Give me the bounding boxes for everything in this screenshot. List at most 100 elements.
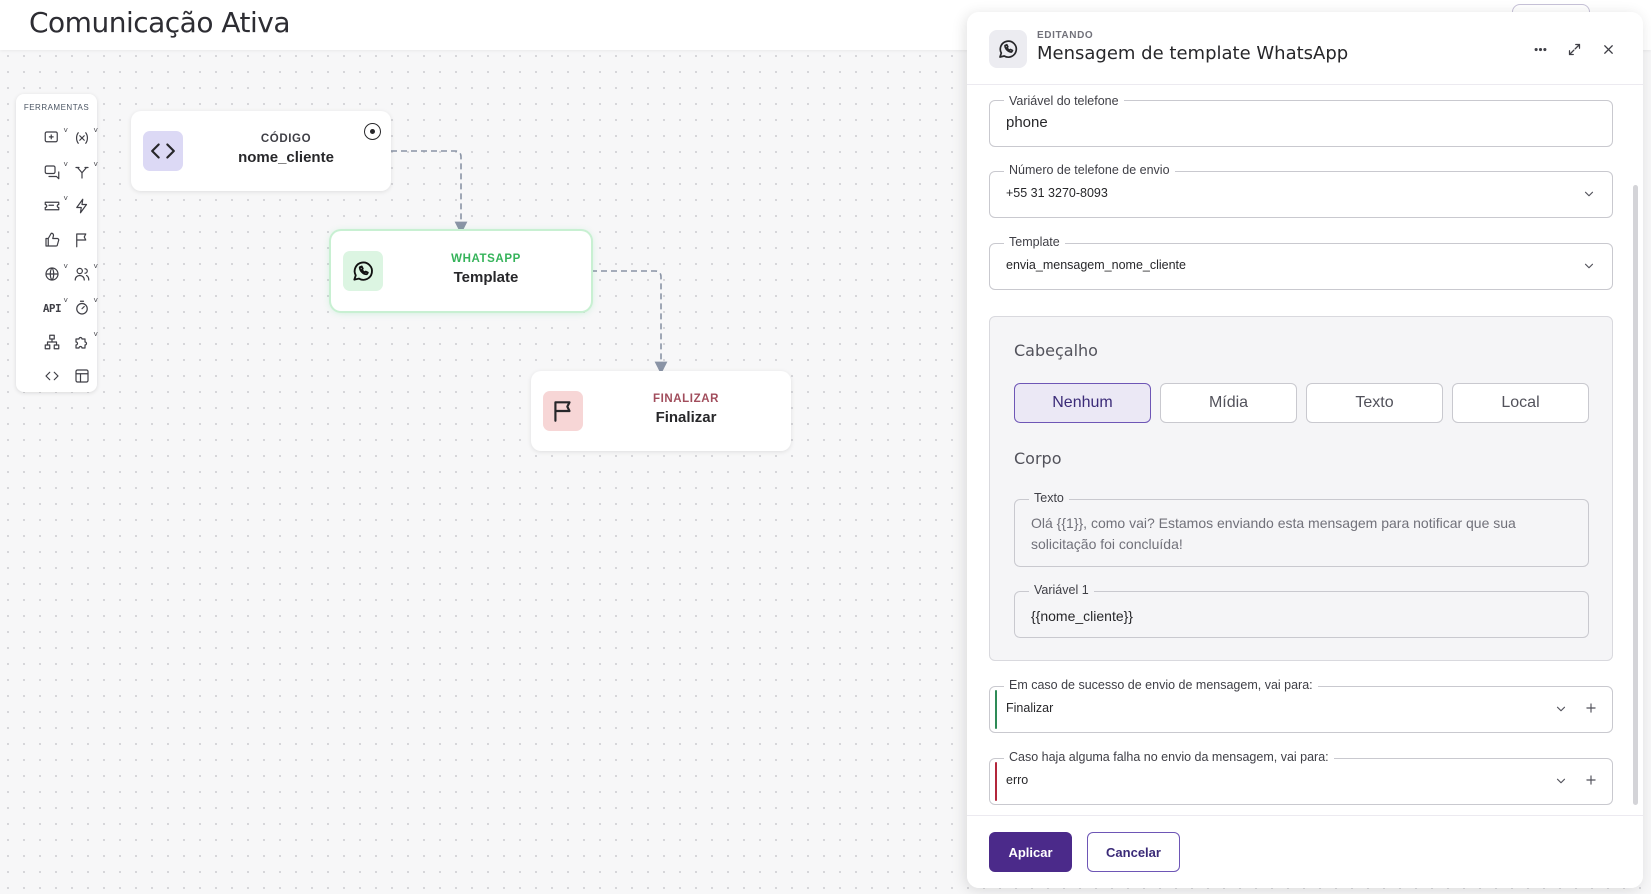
variable-1-field[interactable]: Variável 1 {{nome_cliente}} [1014, 583, 1589, 638]
failure-route-value: erro [1006, 773, 1029, 787]
sender-number-select[interactable]: Número de telefone de envio +55 31 3270-… [989, 163, 1613, 218]
template-value: envia_mensagem_nome_cliente [1006, 258, 1186, 272]
phone-variable-field[interactable]: Variável do telefone phone [989, 94, 1613, 147]
panel-header: EDITANDO Mensagem de template WhatsApp [967, 12, 1643, 85]
flow-edges [391, 150, 668, 375]
sender-number-value: +55 31 3270-8093 [1006, 186, 1108, 200]
plus-icon [1586, 775, 1596, 785]
panel-footer: Aplicar Cancelar [967, 815, 1643, 888]
header-option-text[interactable]: Texto [1306, 383, 1443, 423]
close-icon [1603, 44, 1613, 54]
node-type-label: CÓDIGO [260, 133, 312, 145]
table-icon [75, 369, 89, 383]
more-horizontal-icon [1534, 47, 1546, 51]
success-route-select[interactable]: Em caso de sucesso de envio de mensagem,… [989, 678, 1613, 733]
flag-icon [554, 401, 571, 422]
ticket-icon [44, 201, 60, 211]
finalizar-node-icon-box [543, 391, 583, 431]
message-plus-icon [44, 131, 58, 143]
panel-body: Variável do telefone phone Número de tel… [967, 85, 1643, 815]
variable-icon [75, 132, 89, 144]
body-text-value: Olá {{1}}, como vai? Estamos enviando es… [1031, 515, 1516, 552]
phone-variable-value: phone [1006, 114, 1048, 131]
flow-node-whatsapp[interactable]: WHATSAPP Template [331, 231, 591, 311]
tool-integration[interactable]: ˅ [68, 330, 98, 354]
panel-title: Mensagem de template WhatsApp [1037, 43, 1349, 64]
success-accent [995, 690, 997, 729]
template-content-card: Cabeçalho Nenhum Mídia Texto Local Corpo… [989, 316, 1613, 661]
tool-hierarchy[interactable] [38, 330, 66, 354]
phone-variable-label: Variável do telefone [1004, 94, 1124, 108]
chevron-down-icon [1584, 263, 1594, 269]
tool-table[interactable] [68, 364, 96, 388]
tool-timer[interactable]: ˅ [68, 296, 98, 320]
template-select[interactable]: Template envia_mensagem_nome_cliente [989, 235, 1613, 290]
flag-icon [76, 233, 87, 248]
tool-trigger[interactable] [68, 194, 96, 218]
node-type-label: FINALIZAR [652, 393, 720, 405]
users-icon [74, 267, 90, 281]
variable-1-value: {{nome_cliente}} [1031, 608, 1133, 624]
whatsapp-icon [353, 261, 373, 281]
header-option-media[interactable]: Mídia [1160, 383, 1297, 423]
tool-finish[interactable] [68, 228, 96, 252]
variable-1-label: Variável 1 [1029, 583, 1094, 597]
tool-ticket[interactable]: ˅ [38, 194, 68, 218]
lightning-icon [76, 198, 88, 214]
template-label: Template [1004, 235, 1065, 249]
edge-code-to-whatsapp [391, 150, 468, 235]
header-option-none[interactable]: Nenhum [1014, 383, 1151, 423]
puzzle-icon [75, 336, 88, 349]
tool-code[interactable] [38, 364, 66, 388]
sender-number-label: Número de telefone de envio [1004, 163, 1175, 177]
body-section-title: Corpo [1014, 449, 1062, 468]
tool-conversation[interactable]: ˅ [38, 160, 68, 184]
chat-bubbles-icon [44, 165, 60, 180]
tool-api[interactable]: API˅ [42, 296, 68, 315]
more-options-button[interactable] [1529, 38, 1551, 60]
panel-whatsapp-icon-box [989, 30, 1027, 68]
edge-whatsapp-to-finalizar [591, 270, 668, 375]
failure-route-label: Caso haja alguma falha no envio da mensa… [1004, 750, 1334, 764]
body-text-field[interactable]: Texto Olá {{1}}, como vai? Estamos envia… [1014, 491, 1589, 567]
api-icon: API [42, 301, 62, 315]
tool-variable[interactable]: ˅ [68, 126, 98, 150]
header-section-title: Cabeçalho [1014, 341, 1098, 360]
page-title: Comunicação Ativa [29, 6, 291, 39]
scroll-clip [967, 85, 1643, 93]
node-output-handle[interactable] [364, 123, 381, 140]
hierarchy-icon [44, 334, 60, 350]
globe-icon [45, 267, 59, 281]
panel-scrollbar[interactable] [1633, 185, 1638, 805]
whatsapp-icon [999, 40, 1018, 58]
flow-node-code[interactable]: CÓDIGO nome_cliente [131, 111, 391, 191]
node-name: nome_cliente [238, 149, 334, 166]
toolbox-title: FERRAMENTAS [23, 103, 90, 112]
code-node-icon-box [143, 131, 183, 171]
tool-add-message[interactable]: ˅ [38, 126, 68, 150]
tool-users[interactable]: ˅ [68, 262, 98, 286]
success-route-label: Em caso de sucesso de envio de mensagem,… [1004, 678, 1318, 692]
flow-node-finalizar[interactable]: FINALIZAR Finalizar [531, 371, 791, 451]
plus-icon [1586, 703, 1596, 713]
code-icon [151, 143, 175, 159]
tool-split[interactable]: ˅ [68, 160, 98, 184]
expand-icon [1568, 43, 1580, 55]
header-option-location[interactable]: Local [1452, 383, 1589, 423]
success-route-value: Finalizar [1006, 701, 1054, 715]
node-name: Finalizar [655, 409, 717, 426]
chevron-down-icon [1556, 706, 1566, 712]
close-button[interactable] [1597, 38, 1619, 60]
apply-button[interactable]: Aplicar [989, 832, 1072, 872]
expand-button[interactable] [1563, 38, 1585, 60]
code-icon [45, 371, 59, 381]
toolbox: FERRAMENTAS ˅ ˅ ˅ ˅ ˅ ˅ ˅ API˅ ˅ ˅ [16, 94, 98, 392]
failure-route-select[interactable]: Caso haja alguma falha no envio da mensa… [989, 750, 1613, 805]
split-icon [75, 166, 89, 179]
whatsapp-node-icon-box [343, 251, 383, 291]
tool-feedback[interactable] [38, 228, 66, 252]
tool-web[interactable]: ˅ [38, 262, 68, 286]
cancel-button[interactable]: Cancelar [1087, 832, 1180, 872]
failure-accent [995, 762, 997, 801]
timer-icon [76, 300, 88, 315]
